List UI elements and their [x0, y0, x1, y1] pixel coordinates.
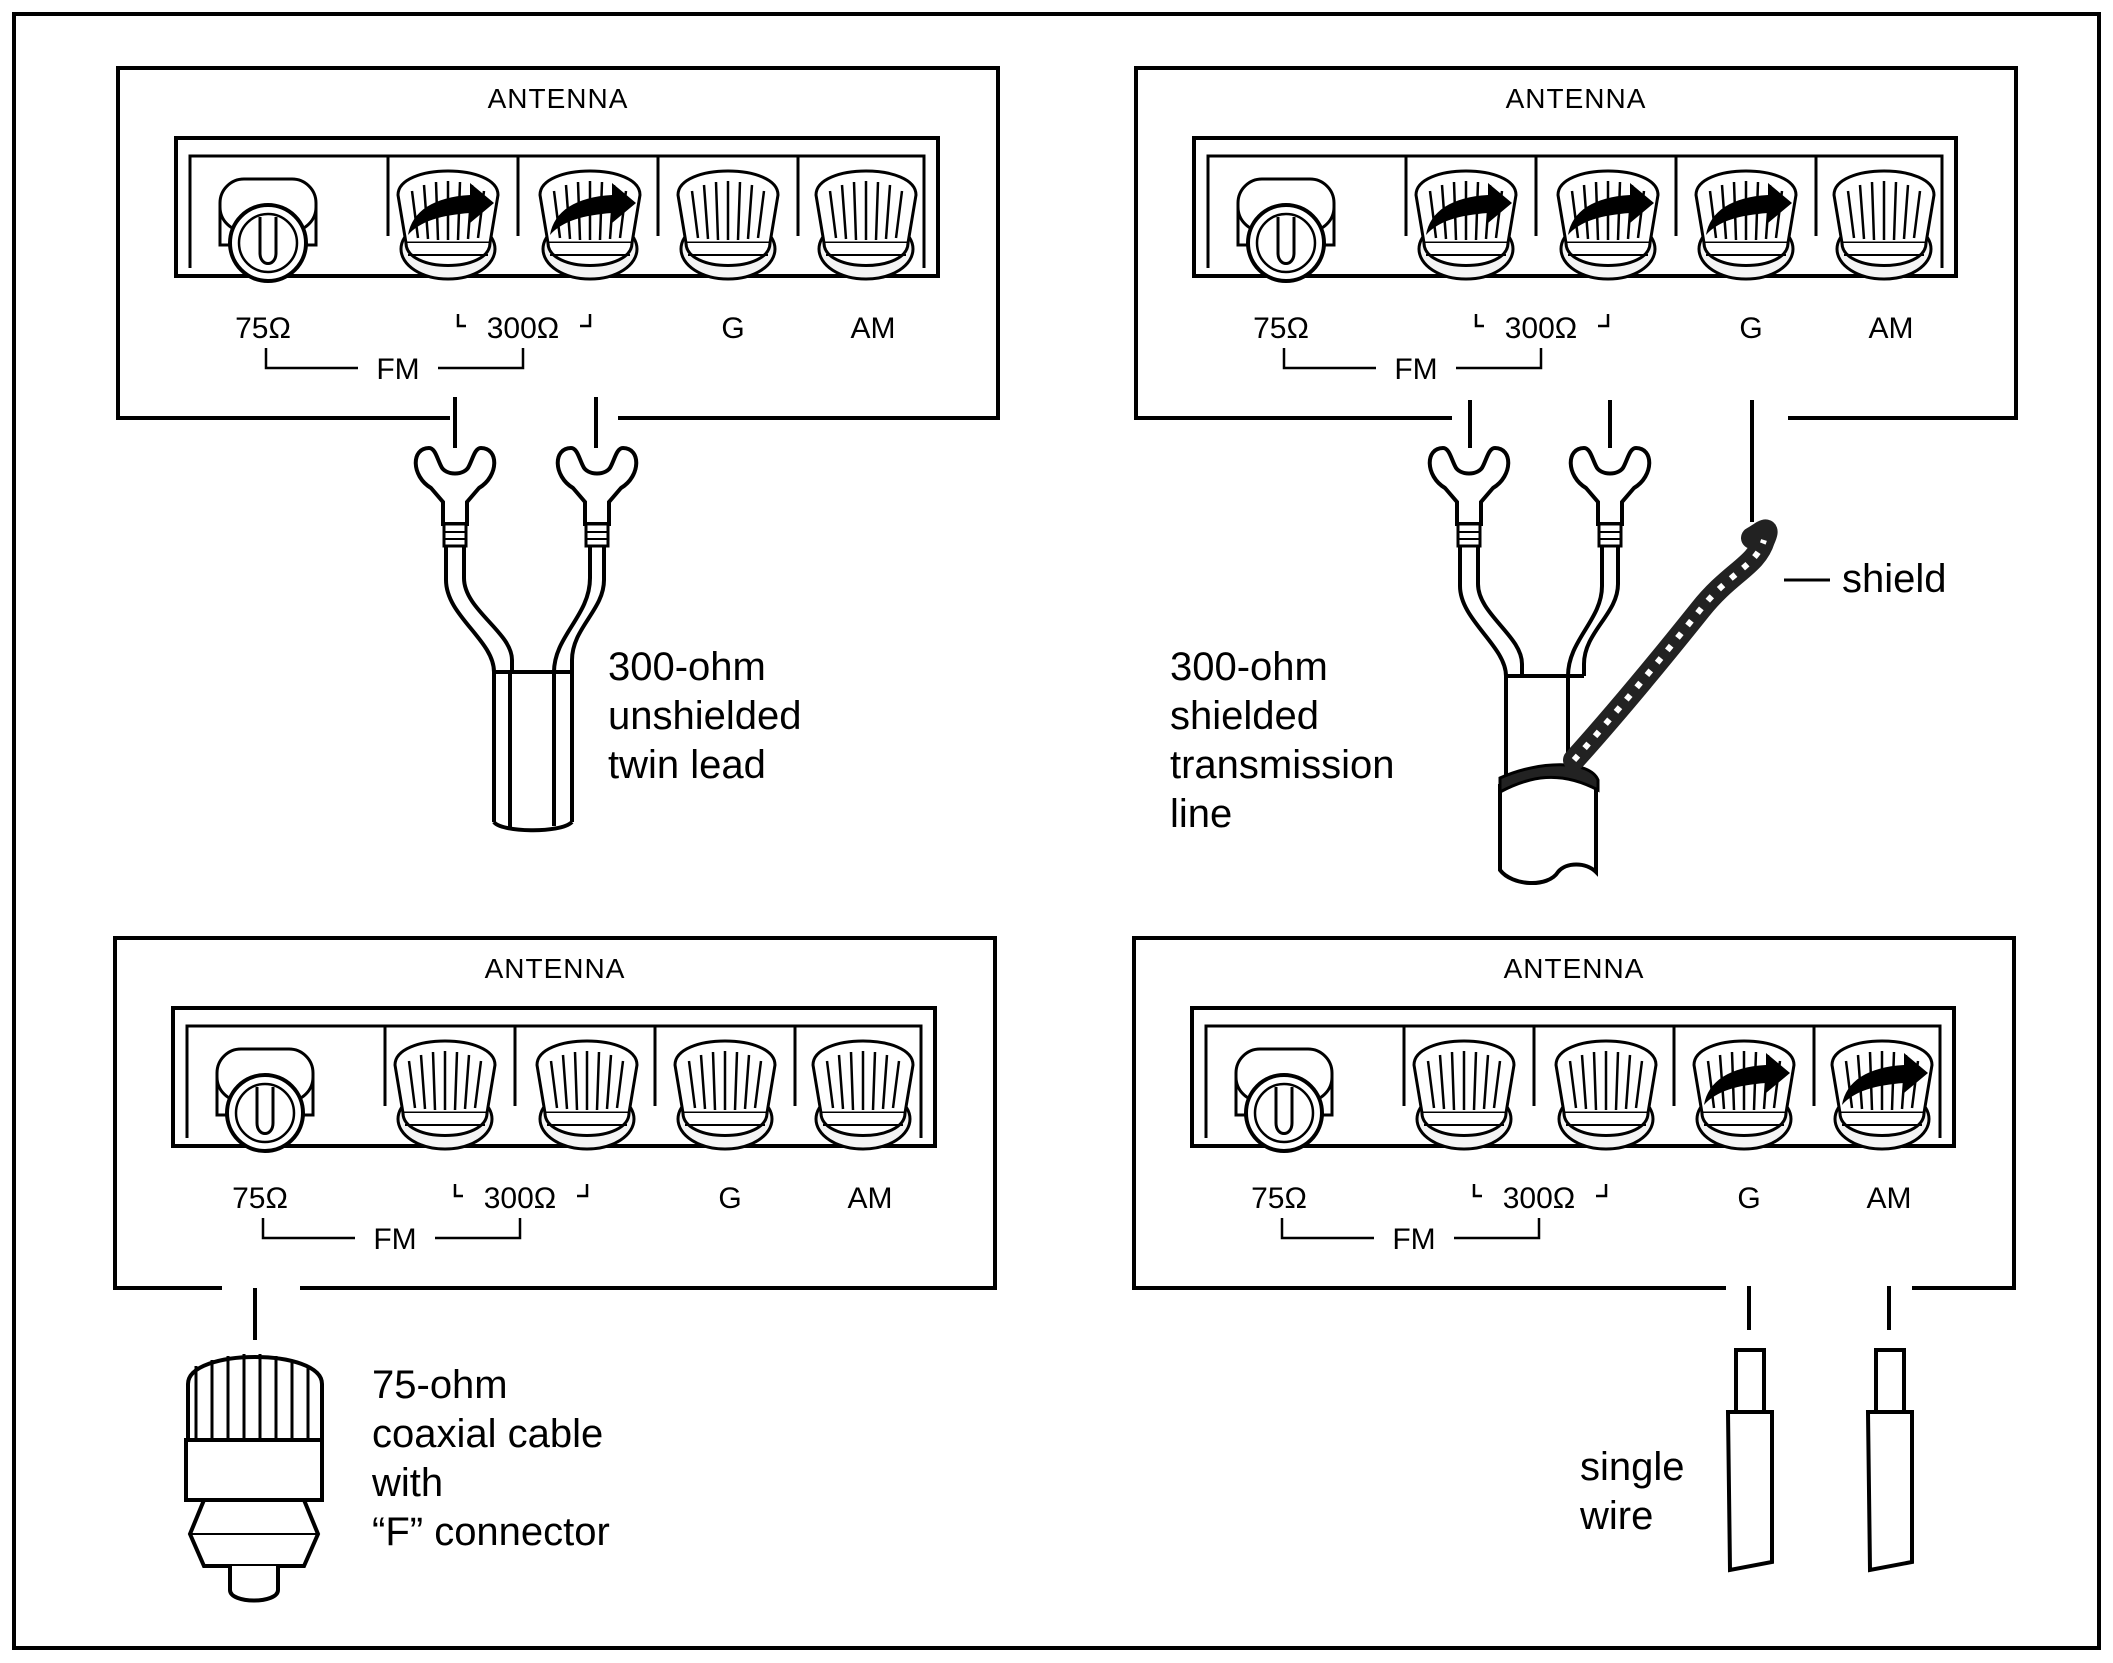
screw-terminal-icon: [535, 1039, 639, 1151]
fm-bracket: [1282, 348, 1376, 370]
label-am: AM: [1869, 312, 1914, 345]
panel-title: ANTENNA: [485, 953, 626, 984]
label-300-ohm: 300Ω: [487, 312, 559, 345]
shield-callout-label: shield: [1842, 557, 1947, 601]
braided-shield: [1498, 519, 1778, 795]
label-am: AM: [848, 1182, 893, 1215]
label-fm: FM: [1392, 1223, 1435, 1256]
panel-title: ANTENNA: [1506, 83, 1647, 114]
antenna-panel-coaxial: ANTENNA 75Ω 300Ω G AM FM: [113, 936, 997, 1290]
label-75-ohm: 75Ω: [1251, 1182, 1307, 1215]
label-g: G: [1739, 312, 1762, 345]
antenna-panel-shielded: ANTENNA 75Ω 300Ω G AM FM: [1134, 66, 2018, 420]
label-75-ohm: 75Ω: [1253, 312, 1309, 345]
screw-terminal-icon: [393, 1039, 497, 1151]
panel-frame: [1134, 66, 2018, 420]
screw-terminal-icon: [811, 1039, 915, 1151]
label-fm: FM: [373, 1223, 416, 1256]
label-g: G: [1737, 1182, 1760, 1215]
screw-terminal-icon: [1832, 169, 1936, 281]
panel-frame: [116, 66, 1000, 420]
panel-title: ANTENNA: [1504, 953, 1645, 984]
panel-frame: [1132, 936, 2016, 1290]
label-g: G: [721, 312, 744, 345]
label-75-ohm: 75Ω: [232, 1182, 288, 1215]
fm-bracket: [261, 1218, 355, 1240]
label-300-ohm: 300Ω: [1503, 1182, 1575, 1215]
screw-terminal-icon: [676, 169, 780, 281]
screw-terminal-icon: [1412, 1039, 1516, 1151]
panel-title: ANTENNA: [488, 83, 629, 114]
coax-f-connector: [184, 1288, 324, 1603]
label-300-ohm: 300Ω: [484, 1182, 556, 1215]
label-am: AM: [851, 312, 896, 345]
fm-bracket: [264, 348, 358, 370]
shielded-cable: [1458, 400, 1754, 886]
antenna-panel-singlewire: ANTENNA 75Ω 300Ω G AM FM: [1132, 936, 2016, 1290]
label-75-ohm: 75Ω: [235, 312, 291, 345]
label-fm: FM: [376, 353, 419, 386]
panel-frame: [113, 936, 997, 1290]
label-g: G: [718, 1182, 741, 1215]
antenna-panel-unshielded: ANTENNA 75Ω 300Ω G AM FM: [116, 66, 1000, 420]
twin-lead-cable: [444, 397, 606, 833]
fm-bracket: [1280, 1218, 1374, 1240]
screw-terminal-icon: [673, 1039, 777, 1151]
screw-terminal-icon: [1554, 1039, 1658, 1151]
label-300-ohm: 300Ω: [1505, 312, 1577, 345]
label-fm: FM: [1394, 353, 1437, 386]
screw-terminal-icon: [814, 169, 918, 281]
single-wires: [1725, 1286, 1914, 1573]
label-am: AM: [1867, 1182, 1912, 1215]
